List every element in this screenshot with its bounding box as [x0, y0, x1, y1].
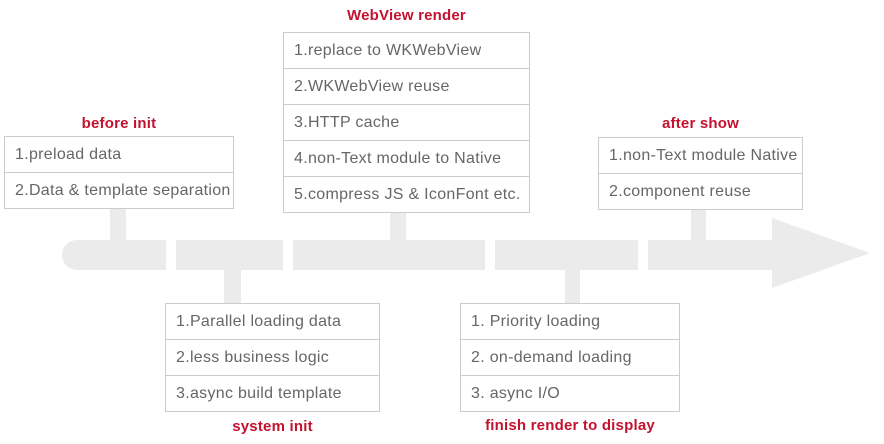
list-item: 1.preload data [5, 137, 233, 172]
timeline-arrow-head [772, 218, 870, 288]
connector-before-init [110, 203, 126, 245]
list-item: 3. async I/O [461, 375, 679, 411]
timeline-tick-3 [485, 233, 495, 283]
list-item: 1.non-Text module Native [599, 138, 802, 173]
connector-system-init [224, 265, 241, 307]
stage-title-system-init: system init [232, 418, 313, 435]
list-item: 1.Parallel loading data [166, 304, 379, 339]
list-item: 1.replace to WKWebView [284, 33, 529, 68]
box-before-init: 1.preload data 2.Data & template separat… [4, 136, 234, 209]
connector-finish-render [565, 265, 580, 307]
box-system-init: 1.Parallel loading data 2.less business … [165, 303, 380, 412]
stage-title-before-init: before init [81, 115, 157, 132]
timeline-tick-1 [166, 233, 176, 283]
list-item: 3.async build template [166, 375, 379, 411]
stage-title-webview-render: WebView render [347, 7, 466, 24]
stage-title-finish-render: finish render to display [485, 417, 655, 434]
connector-webview-render [390, 203, 406, 245]
timeline-arrow-shaft [62, 240, 790, 270]
list-item: 2.component reuse [599, 173, 802, 209]
list-item: 3.HTTP cache [284, 104, 529, 140]
timeline-tick-2 [283, 233, 293, 283]
list-item: 2.WKWebView reuse [284, 68, 529, 104]
list-item: 1. Priority loading [461, 304, 679, 339]
stage-title-after-show: after show [661, 115, 739, 132]
box-after-show: 1.non-Text module Native 2.component reu… [598, 137, 803, 210]
list-item: 2. on-demand loading [461, 339, 679, 375]
list-item: 2.Data & template separation [5, 172, 233, 208]
list-item: 2.less business logic [166, 339, 379, 375]
connector-after-show [691, 203, 706, 245]
list-item: 4.non-Text module to Native [284, 140, 529, 176]
box-webview-render: 1.replace to WKWebView 2.WKWebView reuse… [283, 32, 530, 213]
timeline-tick-4 [638, 233, 648, 283]
box-finish-render: 1. Priority loading 2. on-demand loading… [460, 303, 680, 412]
list-item: 5.compress JS & IconFont etc. [284, 176, 529, 212]
